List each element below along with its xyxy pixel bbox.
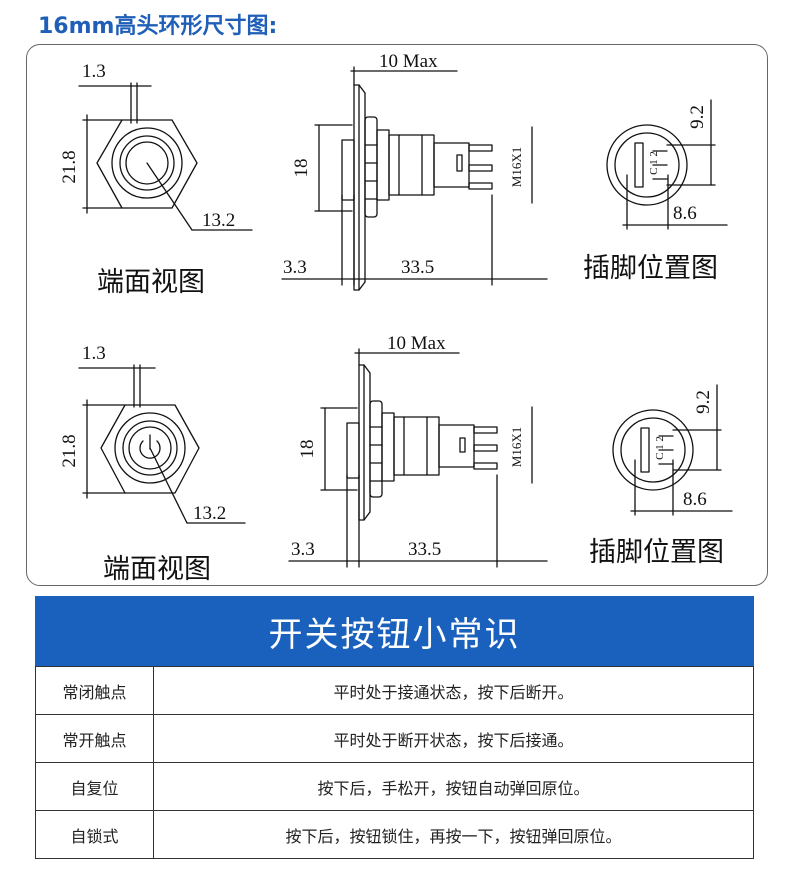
power-icon <box>139 434 161 459</box>
page-title: 16mm高头环形尺寸图: <box>38 14 278 39</box>
dim-33-5-label: 33.5 <box>408 539 441 560</box>
term-cell: 自复位 <box>35 762 154 811</box>
dim-8-6-label: 8.6 <box>683 489 707 510</box>
dim-18-label: 18 <box>297 440 318 459</box>
pin-labels: C 1 2 <box>654 436 666 460</box>
dim-top-label: 1.3 <box>82 343 106 364</box>
side-view-1 <box>281 66 548 291</box>
dim-9-2-label: 9.2 <box>687 105 708 129</box>
pin-view-label: 插脚位置图 <box>583 253 718 283</box>
front-view-1 <box>78 82 253 231</box>
thread-label: M16X1 <box>509 147 524 187</box>
thread-label: M16X1 <box>509 427 524 467</box>
term-cell: 常开触点 <box>35 714 154 763</box>
dim-18-label: 18 <box>291 159 312 178</box>
table-row: 自复位 按下后，手松开，按钮自动弹回原位。 <box>35 762 754 811</box>
dim-33-5-label: 33.5 <box>401 257 434 278</box>
dim-10max-label: 10 Max <box>387 333 446 354</box>
drawing-panel: 1.3 21.8 13.2 端面视图 10 Max 18 M16X1 3.3 3… <box>26 44 768 586</box>
dim-3-3-label: 3.3 <box>283 257 307 278</box>
term-cell: 自锁式 <box>35 810 154 859</box>
side-view-2 <box>288 348 548 568</box>
description-cell: 平时处于接通状态，按下后断开。 <box>153 666 754 715</box>
hex-nut-outline <box>96 119 198 209</box>
dim-3-3-label: 3.3 <box>291 539 315 560</box>
dim-10max-label: 10 Max <box>379 51 438 72</box>
description-cell: 按下后，按钮锁住，再按一下，按钮弹回原位。 <box>153 810 754 859</box>
dim-8-6-label: 8.6 <box>673 203 697 224</box>
front-view-label: 端面视图 <box>97 267 205 297</box>
description-cell: 按下后，手松开，按钮自动弹回原位。 <box>153 762 754 811</box>
dim-top-label: 1.3 <box>82 61 106 82</box>
ring-icon <box>125 141 169 185</box>
table-row: 自锁式 按下后，按钮锁住，再按一下，按钮弹回原位。 <box>35 810 754 859</box>
pin-view-2 <box>612 384 733 516</box>
hex-nut-outline <box>100 404 200 494</box>
tips-title: 开关按钮小常识 <box>35 596 754 666</box>
table-row: 常开触点 平时处于断开状态，按下后接通。 <box>35 714 754 763</box>
description-cell: 平时处于断开状态，按下后接通。 <box>153 714 754 763</box>
term-cell: 常闭触点 <box>35 666 154 715</box>
tips-table: 常闭触点 平时处于接通状态，按下后断开。 常开触点 平时处于断开状态，按下后接通… <box>35 666 754 859</box>
dimension-drawings: 1.3 21.8 13.2 端面视图 10 Max 18 M16X1 3.3 3… <box>59 51 733 584</box>
dim-height-label: 21.8 <box>59 150 80 183</box>
pin-labels: C 1 2 <box>648 151 660 175</box>
table-row: 常闭触点 平时处于接通状态，按下后断开。 <box>35 666 754 715</box>
pin-view-label: 插脚位置图 <box>589 537 724 567</box>
front-view-2 <box>78 364 246 524</box>
dim-height-label: 21.8 <box>59 434 80 467</box>
front-view-label: 端面视图 <box>103 554 211 584</box>
dim-9-2-label: 9.2 <box>693 390 714 414</box>
dim-radius-label: 13.2 <box>193 503 226 524</box>
dim-radius-label: 13.2 <box>202 210 235 231</box>
pin-view-1 <box>606 99 728 230</box>
